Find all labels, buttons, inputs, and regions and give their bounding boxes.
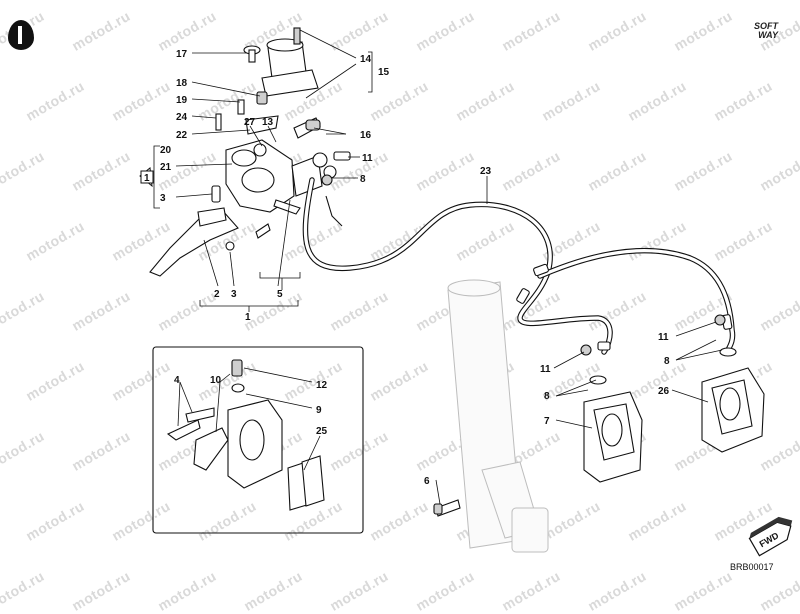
callout-24: 24: [176, 112, 188, 123]
group-marker: 1: [139, 167, 154, 188]
callout-14: 14: [360, 54, 372, 65]
callout-12: 12: [316, 380, 328, 391]
callout-11-upper: 11: [362, 153, 373, 164]
callout-25: 25: [316, 426, 328, 437]
brake-exploded-diagram: 17 14 15 18 19 24 27 13 16 22 20 21 3 11…: [139, 27, 793, 557]
callout-8-right: 8: [664, 356, 670, 367]
callout-2: 2: [214, 289, 220, 300]
brake-hose: [302, 177, 736, 355]
leader-lines: [153, 29, 723, 505]
master-cylinder-assembly: [149, 27, 351, 277]
group-marker-label: 1: [144, 173, 150, 184]
callout-16: 16: [360, 130, 372, 141]
callout-21: 21: [160, 162, 172, 173]
callout-19: 19: [176, 95, 188, 106]
callout-27: 27: [244, 117, 256, 128]
callout-18: 18: [176, 78, 188, 89]
callout-5: 5: [277, 289, 283, 300]
callout-13: 13: [262, 117, 274, 128]
callout-22: 22: [176, 130, 188, 141]
callout-23: 23: [480, 166, 492, 177]
callout-7: 7: [544, 416, 550, 427]
brand-line-2: WAY: [758, 30, 778, 40]
callout-26: 26: [658, 386, 670, 397]
callout-3-upper: 3: [160, 193, 166, 204]
callout-11-left: 11: [540, 364, 551, 375]
callout-17: 17: [176, 49, 188, 60]
callout-10: 10: [210, 375, 222, 386]
callout-labels: 17 14 15 18 19 24 27 13 16 22 20 21 3 11…: [160, 49, 670, 487]
caliper-inset-box: [152, 346, 364, 534]
fork-leg: [447, 279, 549, 553]
callout-1: 1: [245, 312, 251, 323]
callout-8-left: 8: [544, 391, 550, 402]
drawing-code: BRB00017: [730, 562, 774, 572]
callout-8-upper: 8: [360, 174, 366, 185]
callout-6: 6: [424, 476, 430, 487]
front-calipers: [433, 314, 765, 517]
ducati-logo: [8, 20, 34, 50]
brand-line-1: SOFT: [754, 21, 778, 31]
callout-3-lower: 3: [231, 289, 237, 300]
callout-4: 4: [174, 375, 180, 386]
forward-arrow: FWD: [748, 516, 793, 557]
callout-15: 15: [378, 67, 390, 78]
callout-9: 9: [316, 405, 322, 416]
callout-11-right: 11: [658, 332, 669, 343]
callout-20: 20: [160, 145, 172, 156]
softway-brand: SOFT WAY: [754, 22, 778, 40]
